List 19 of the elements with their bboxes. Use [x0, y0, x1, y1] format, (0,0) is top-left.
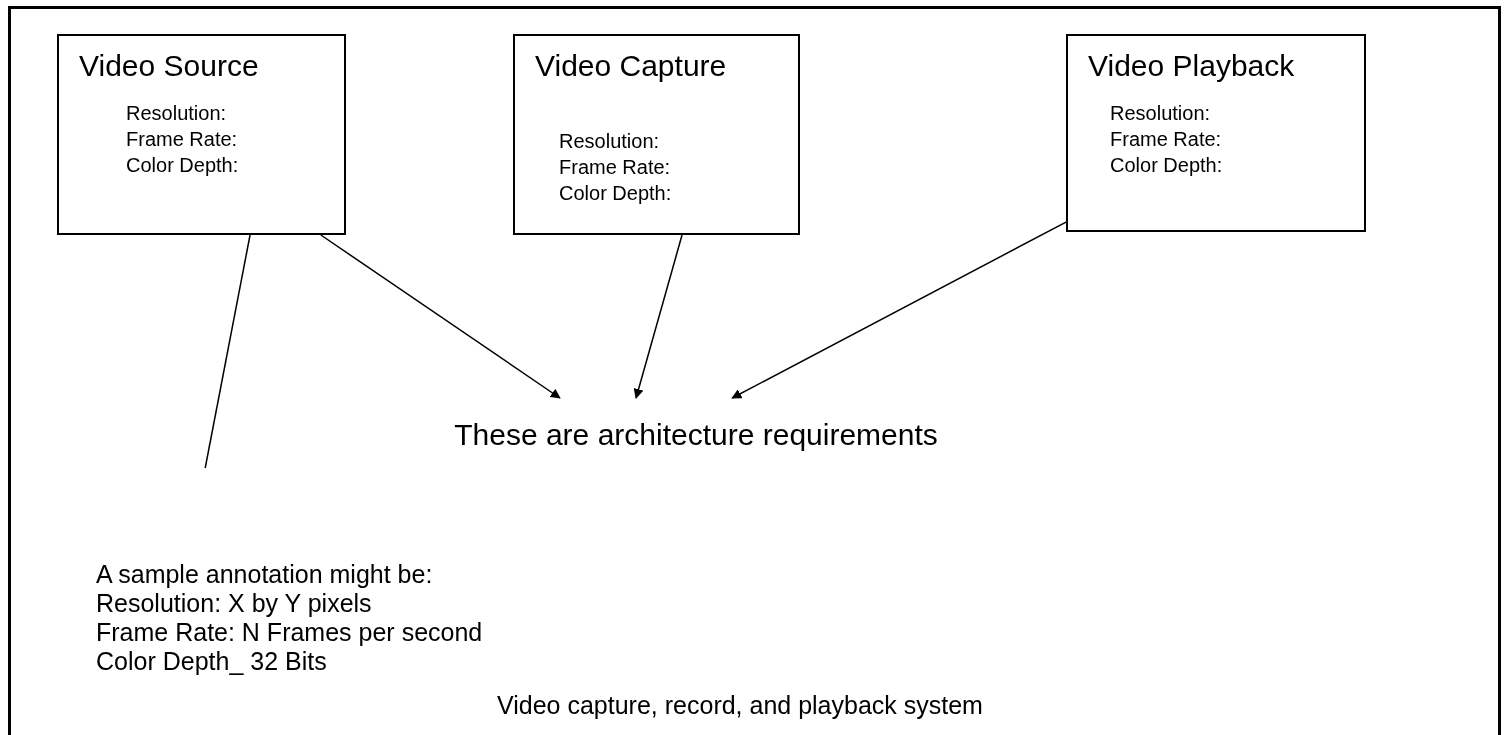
process-box: [1066, 34, 1366, 232]
leader-line: [204, 234, 251, 469]
caption: Video capture, record, and playback system: [496, 690, 984, 720]
arrow: [731, 221, 1067, 399]
box-title: Video Source: [79, 48, 259, 84]
arrow: [633, 234, 683, 399]
annotation-line: Frame Rate: N Frames per second: [96, 618, 484, 647]
field-list: Resolution: Frame Rate: Color Depth:: [1110, 100, 1230, 178]
box-title: Video Playback: [1088, 48, 1295, 84]
process-box: [57, 34, 346, 235]
process-box: [513, 34, 800, 235]
arrow: [320, 234, 561, 399]
annotation-line: Color Depth_ 32 Bits: [96, 647, 328, 676]
field-list: Resolution: Frame Rate: Color Depth:: [126, 100, 246, 178]
field-list: Resolution: Frame Rate: Color Depth:: [559, 128, 679, 206]
box-title: Video Capture: [535, 48, 727, 84]
annotation-line: A sample annotation might be:: [96, 560, 434, 589]
requirement-text: These are architecture requirements: [426, 398, 966, 454]
annotation-line: Resolution: X by Y pixels: [96, 589, 373, 618]
